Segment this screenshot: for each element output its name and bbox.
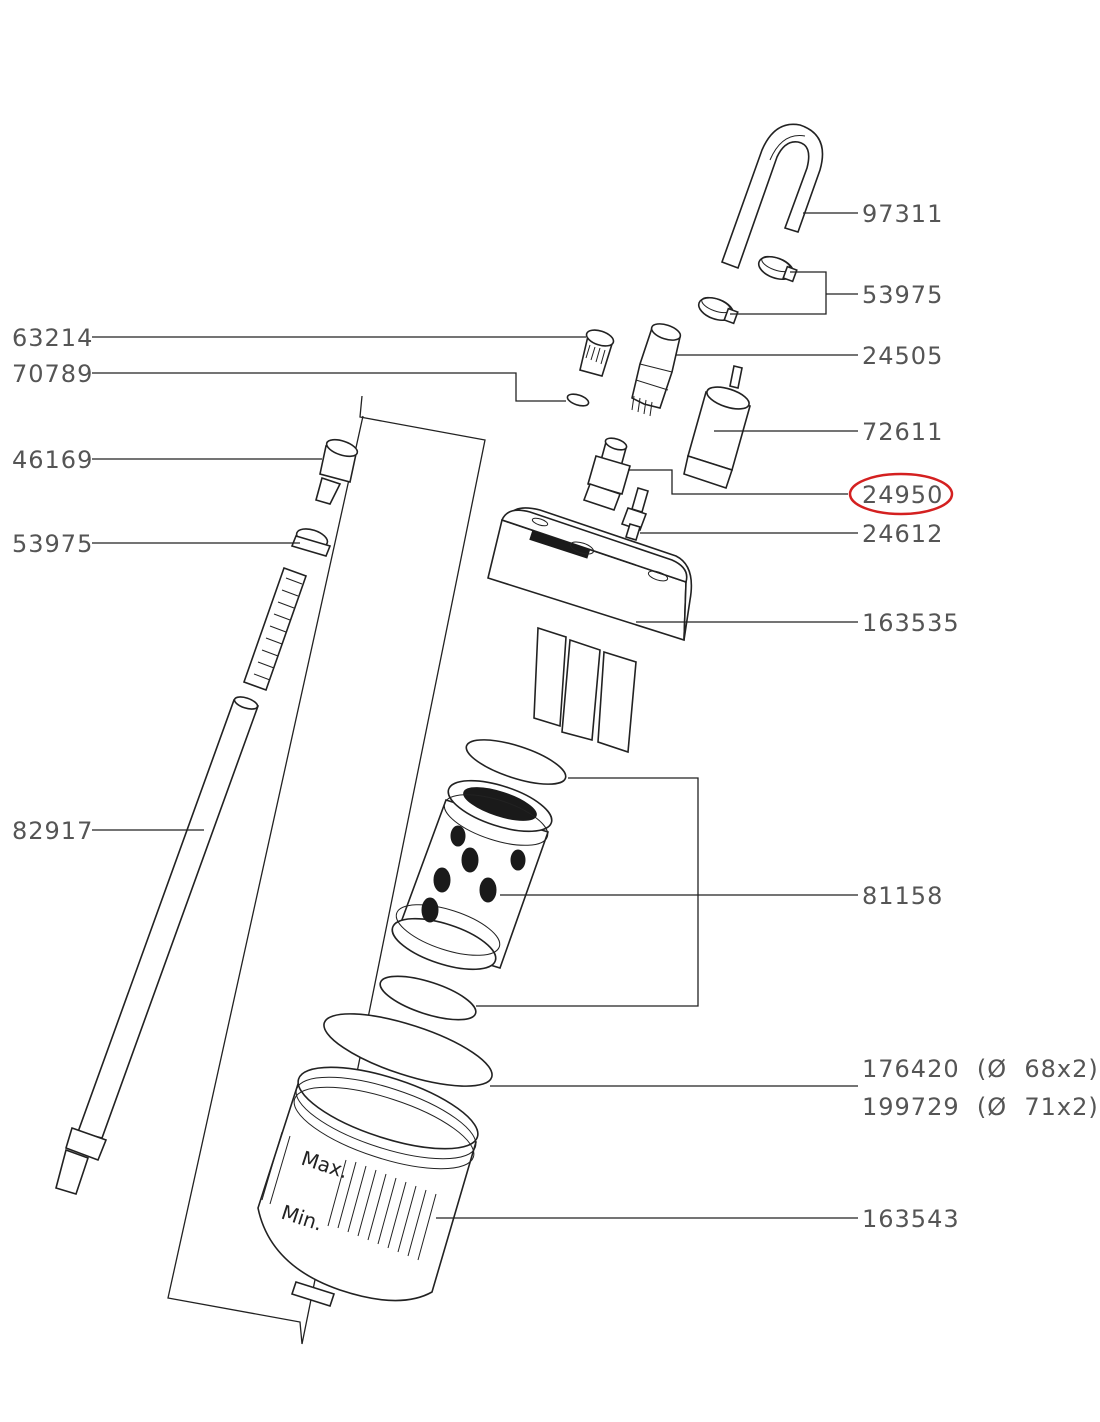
highlight-ring-24950 xyxy=(848,472,954,516)
o-ring-176420-199729 xyxy=(323,1013,493,1087)
leader-53975-right xyxy=(730,271,858,315)
filter-head-163535 xyxy=(487,507,693,754)
label-46169: 46169 xyxy=(12,446,93,474)
label-24505: 24505 xyxy=(862,342,943,370)
bowl-163543: Max. Min. xyxy=(257,1066,479,1307)
label-163543: 163543 xyxy=(862,1205,960,1233)
label-82917: 82917 xyxy=(12,817,93,845)
label-81158: 81158 xyxy=(862,882,943,910)
label-199729: 199729 (Ø 71x2) xyxy=(862,1093,1099,1121)
label-24950: 24950 xyxy=(862,481,943,509)
o-ring-81158-upper xyxy=(465,739,567,785)
fitting-24950 xyxy=(582,437,631,512)
label-70789: 70789 xyxy=(12,360,93,388)
label-72611: 72611 xyxy=(862,418,943,446)
tube-82917 xyxy=(55,696,260,1195)
pressure-sensor-72611 xyxy=(683,365,751,490)
label-53975-right: 53975 xyxy=(862,281,943,309)
leader-70789 xyxy=(92,372,566,402)
o-ring-81158-lower xyxy=(379,975,477,1021)
label-163535: 163535 xyxy=(862,609,960,637)
label-53975-left: 53975 xyxy=(12,530,93,558)
quick-coupler-24505 xyxy=(631,323,682,417)
fitting-46169 xyxy=(315,438,359,505)
clamp-53975-upper xyxy=(757,255,798,283)
label-24612: 24612 xyxy=(862,520,943,548)
hose-97311 xyxy=(720,123,824,270)
leader-24950 xyxy=(628,469,848,495)
label-63214: 63214 xyxy=(12,324,93,352)
barbed-nipple-24612 xyxy=(620,487,649,541)
filter-insert-81158 xyxy=(391,779,553,971)
o-ring-70789 xyxy=(566,393,590,407)
knurled-cap-63214 xyxy=(579,329,615,377)
label-176420: 176420 (Ø 68x2) xyxy=(862,1055,1099,1083)
label-97311: 97311 xyxy=(862,200,943,228)
group-bracket xyxy=(167,395,486,1345)
clamp-53975-left xyxy=(290,528,332,557)
spring xyxy=(242,566,308,692)
clamp-53975-lower xyxy=(697,296,739,325)
